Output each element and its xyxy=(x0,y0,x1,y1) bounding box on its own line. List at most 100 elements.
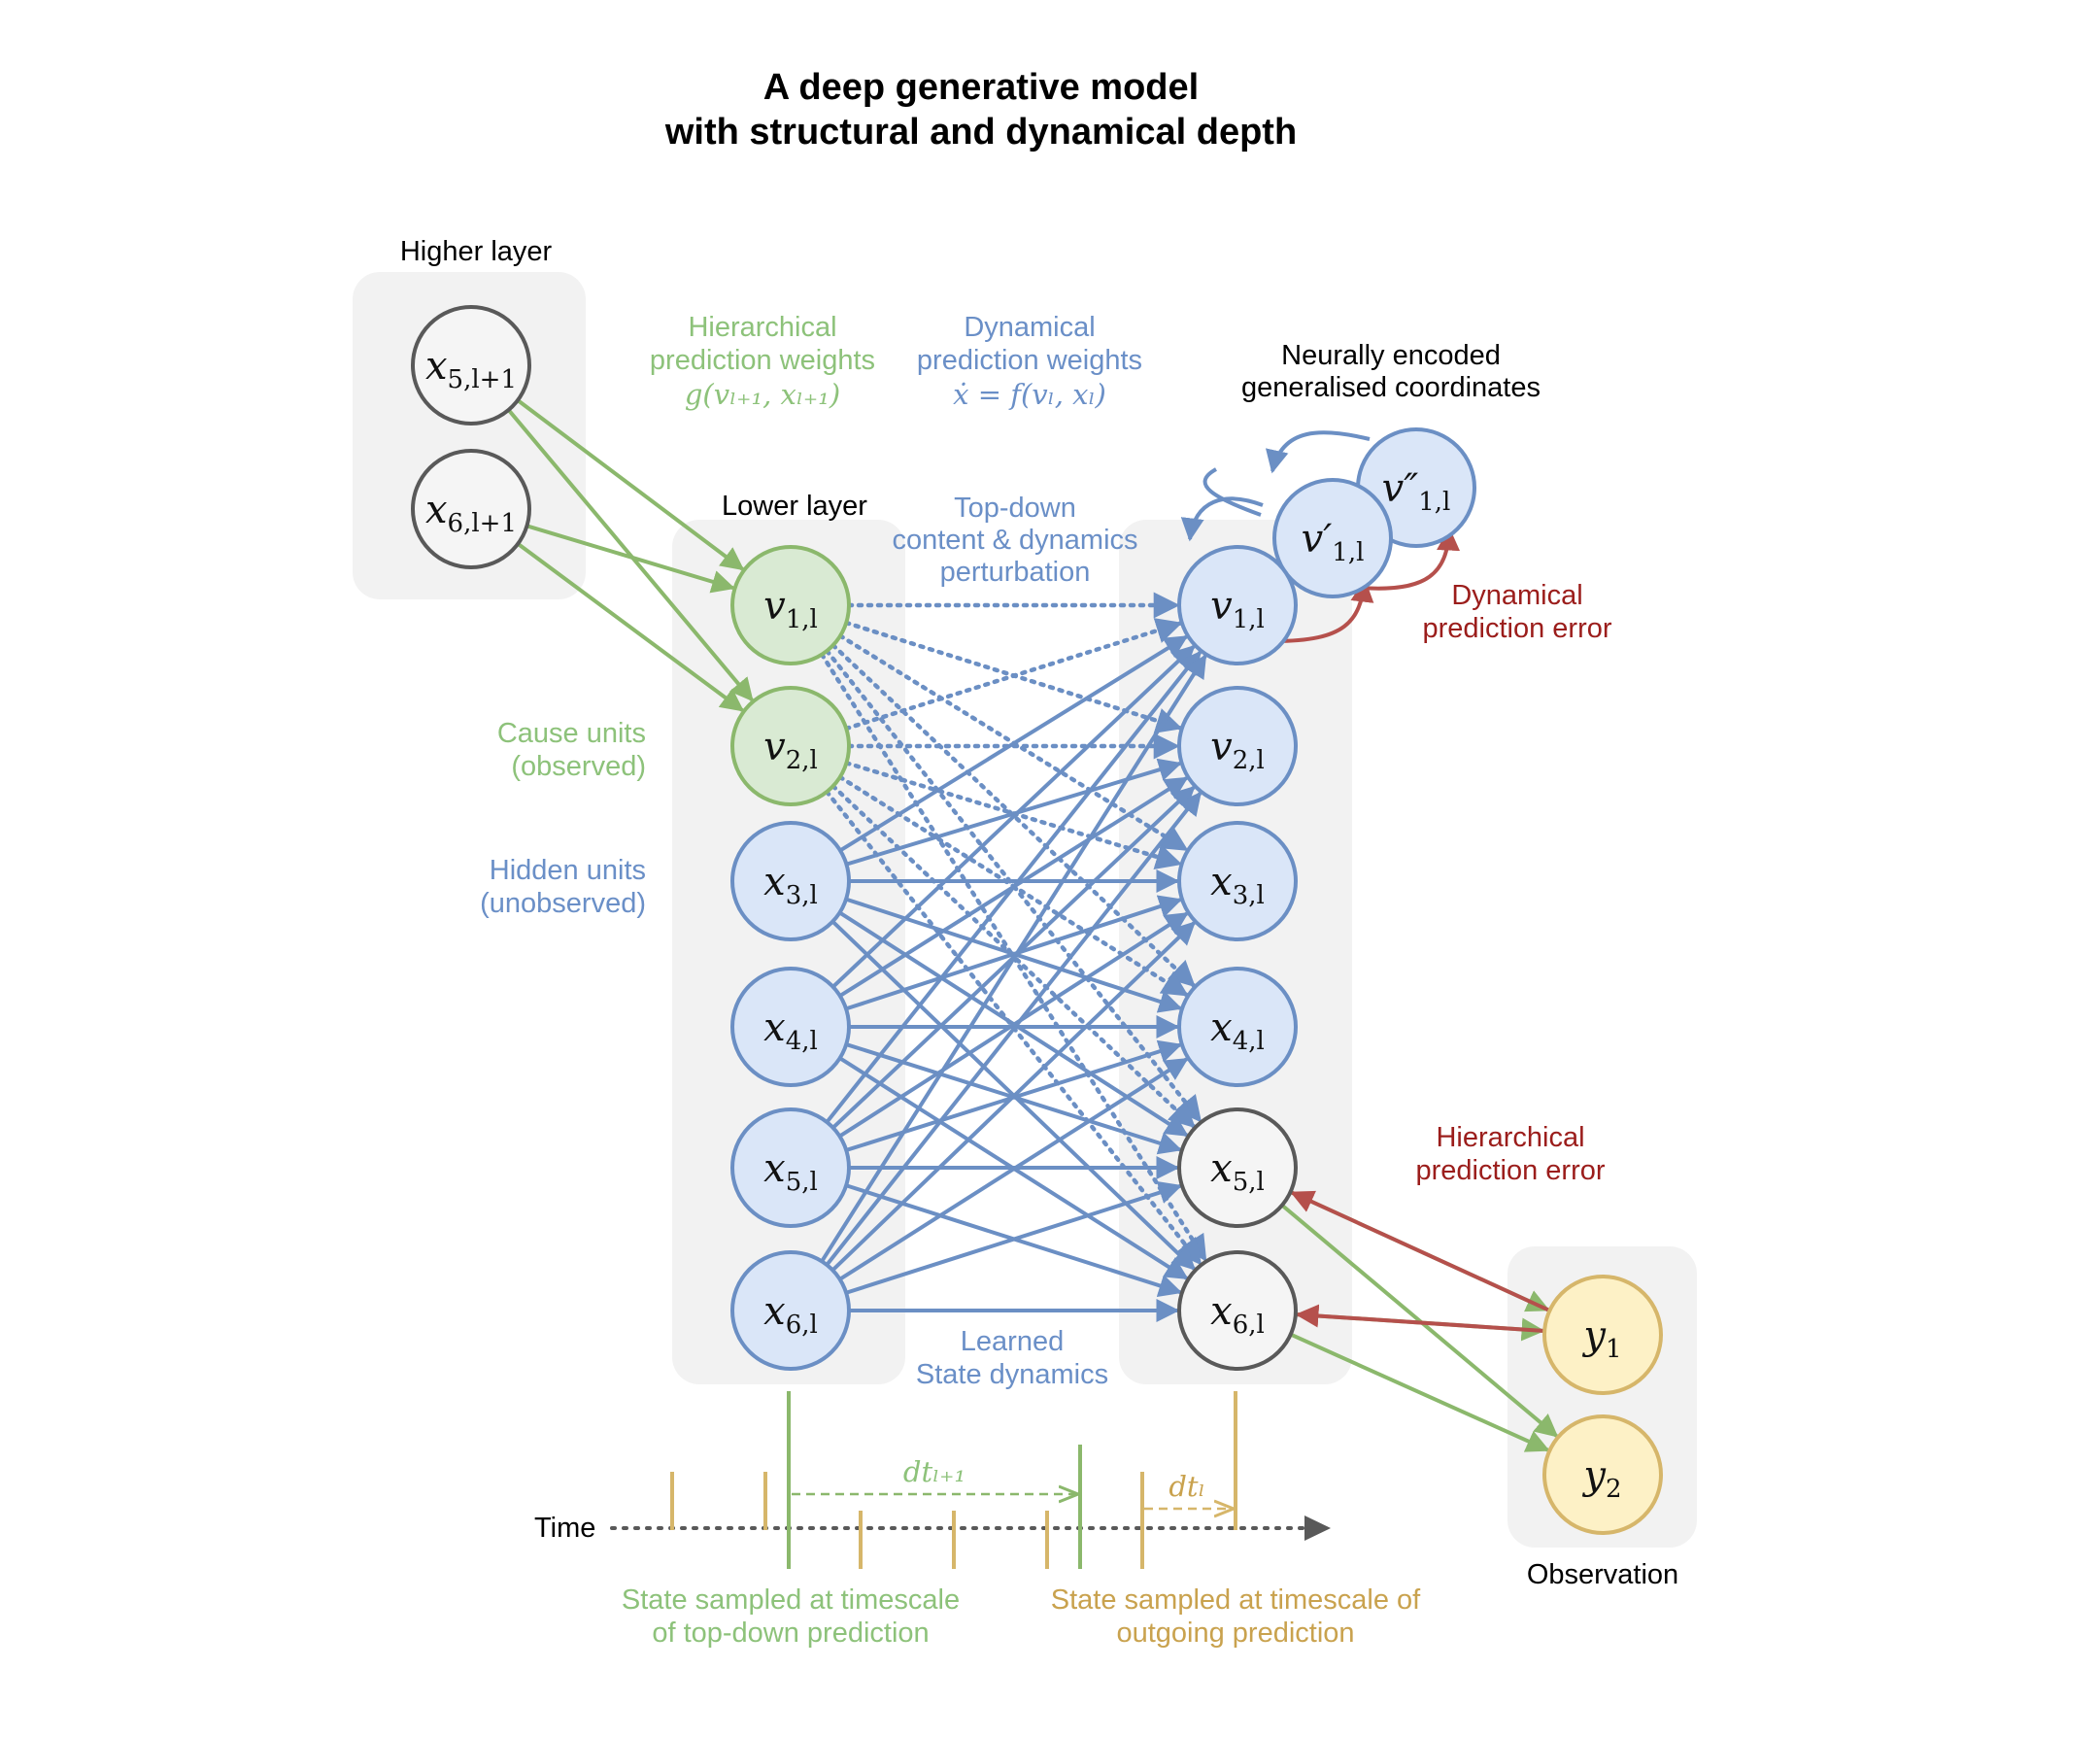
node-circle xyxy=(730,967,851,1087)
node-label: v1,l xyxy=(1210,584,1265,634)
node-circle xyxy=(1177,545,1298,665)
dyn-weights-formula: ẋ = f(vₗ, xₗ) xyxy=(953,378,1106,411)
node-circle xyxy=(730,545,851,665)
next-node-n_x5: x5,l xyxy=(1177,1107,1298,1228)
hier-weights-label-2: prediction weights xyxy=(650,345,875,376)
title-line-1: A deep generative model xyxy=(763,67,1199,108)
dyn-edge-x6-to-n_v2 xyxy=(825,791,1202,1267)
obs-edge-n_x6-to-y2 xyxy=(1289,1332,1550,1452)
dt-top-label: dtₗ₊₁ xyxy=(903,1455,965,1488)
time-axis-arrowhead xyxy=(1304,1516,1331,1541)
dotted-edge-v2-to-n_v1 xyxy=(843,618,1183,732)
node-label: x3,l xyxy=(1210,860,1265,910)
hier-weights-label-1: Hierarchical xyxy=(688,312,836,343)
higher-node-x5h: x5,l+1 xyxy=(411,305,531,426)
cause-units-label-2: (observed) xyxy=(511,751,646,782)
dyn-edge-x5-to-n_x3 xyxy=(838,911,1189,1139)
node-label: y2 xyxy=(1581,1453,1621,1504)
error-edge-y1-to-x5 xyxy=(1290,1190,1551,1312)
dyn-edge-x4-to-n_v1 xyxy=(831,644,1196,989)
node-label: x5,l xyxy=(1210,1146,1265,1197)
learned-state-dynamics-edges xyxy=(820,634,1207,1322)
dyn-edge-x6-to-n_x4 xyxy=(838,1057,1189,1281)
neural-label-1: Neurally encoded xyxy=(1281,340,1501,371)
prediction-error-edges xyxy=(1290,1190,1551,1334)
node-label: x5,l xyxy=(763,1146,818,1197)
node-label: v″1,l xyxy=(1382,466,1451,517)
node-label: x4,l xyxy=(763,1005,818,1056)
time-label: Time xyxy=(534,1513,595,1544)
higher-layer-label: Higher layer xyxy=(400,236,553,267)
node-label: x6,l+1 xyxy=(425,488,517,538)
node-circle xyxy=(730,1250,851,1371)
hidden-units-label-2: (unobserved) xyxy=(480,888,646,919)
title-line-2: with structural and dynamical depth xyxy=(664,112,1297,153)
node-circle xyxy=(1177,821,1298,941)
node-label: x5,l+1 xyxy=(425,344,517,394)
sampled-out-label-1: State sampled at timescale of xyxy=(1051,1584,1421,1616)
cause-units-label-1: Cause units xyxy=(497,718,646,749)
lower-layer-label: Lower layer xyxy=(722,491,867,522)
node-circle xyxy=(730,686,851,806)
topdown-label-2: content & dynamics xyxy=(892,525,1137,556)
hier-edge-x6h-to-v2 xyxy=(517,542,745,712)
node-circle xyxy=(1272,478,1393,598)
hier-weights-formula: g(vₗ₊₁, xₗ₊₁) xyxy=(685,378,840,411)
cause-node-v2: v2,l xyxy=(730,686,851,806)
observation-label: Observation xyxy=(1527,1559,1678,1590)
dyn-error-label-1: Dynamical xyxy=(1451,580,1582,611)
node-circle xyxy=(1177,686,1298,806)
learned-label-1: Learned xyxy=(961,1326,1064,1357)
topdown-label-1: Top-down xyxy=(954,493,1076,524)
dt-out-label: dtₗ xyxy=(1169,1470,1204,1503)
gen-coord-node-v1p: v′1,l xyxy=(1272,478,1393,598)
dyn-error-arrow-1 xyxy=(1273,578,1374,643)
timeline-ticks xyxy=(670,1391,1237,1569)
node-label: v2,l xyxy=(763,725,818,775)
loop-v1p-to-v1 xyxy=(1202,467,1262,517)
neural-label-2: generalised coordinates xyxy=(1241,372,1541,403)
node-layer: x5,l+1 x6,l+1 v1,l v2,l x3,l x4,l x5,l x6,l v″1,… xyxy=(411,305,1663,1535)
node-label: x6,l xyxy=(1210,1289,1265,1340)
node-circle xyxy=(730,821,851,941)
higher-node-x6h: x6,l+1 xyxy=(411,449,531,569)
hidden-units-label-1: Hidden units xyxy=(490,855,646,886)
dyn-error-label-2: prediction error xyxy=(1422,613,1611,644)
topdown-label-3: perturbation xyxy=(940,557,1091,588)
observation-node-y2: y2 xyxy=(1542,1414,1663,1535)
next-node-n_x6: x6,l xyxy=(1177,1250,1298,1371)
hidden-node-x6: x6,l xyxy=(730,1250,851,1371)
node-circle xyxy=(1542,1275,1663,1395)
error-edge-y1-to-x6 xyxy=(1295,1304,1545,1334)
hier-error-label-1: Hierarchical xyxy=(1436,1122,1584,1153)
hidden-node-x4: x4,l xyxy=(730,967,851,1087)
hidden-node-x5: x5,l xyxy=(730,1107,851,1228)
dyn-weights-label-2: prediction weights xyxy=(917,345,1142,376)
arrow-v1pp-to-v1p xyxy=(1265,430,1371,474)
hier-edge-x5h-to-v1 xyxy=(516,398,745,571)
hier-edge-x6h-to-v1 xyxy=(525,524,735,594)
sampled-top-label-1: State sampled at timescale xyxy=(622,1584,960,1616)
dyn-weights-label-1: Dynamical xyxy=(964,312,1095,343)
hier-error-label-2: prediction error xyxy=(1415,1155,1605,1186)
node-circle xyxy=(411,305,531,426)
node-label: y1 xyxy=(1581,1313,1621,1364)
arrow-v1p-to-v1 xyxy=(1180,496,1264,542)
node-label: v1,l xyxy=(763,584,818,634)
node-label: v′1,l xyxy=(1302,517,1365,567)
learned-label-2: State dynamics xyxy=(916,1359,1108,1390)
obs-edge-n_x5-to-y2 xyxy=(1280,1204,1559,1438)
sampled-out-label-2: outgoing prediction xyxy=(1116,1618,1354,1649)
cause-node-v1: v1,l xyxy=(730,545,851,665)
dyn-edge-x5-to-n_v1 xyxy=(825,650,1202,1124)
node-label: x6,l xyxy=(763,1289,818,1340)
dyn-edge-x6-to-n_x3 xyxy=(830,921,1197,1272)
node-circle xyxy=(730,1107,851,1228)
hidden-node-x3: x3,l xyxy=(730,821,851,941)
node-label: x4,l xyxy=(1210,1005,1265,1056)
next-node-n_v2: v2,l xyxy=(1177,686,1298,806)
node-circle xyxy=(411,449,531,569)
node-circle xyxy=(1177,1107,1298,1228)
node-label: x3,l xyxy=(763,860,818,910)
